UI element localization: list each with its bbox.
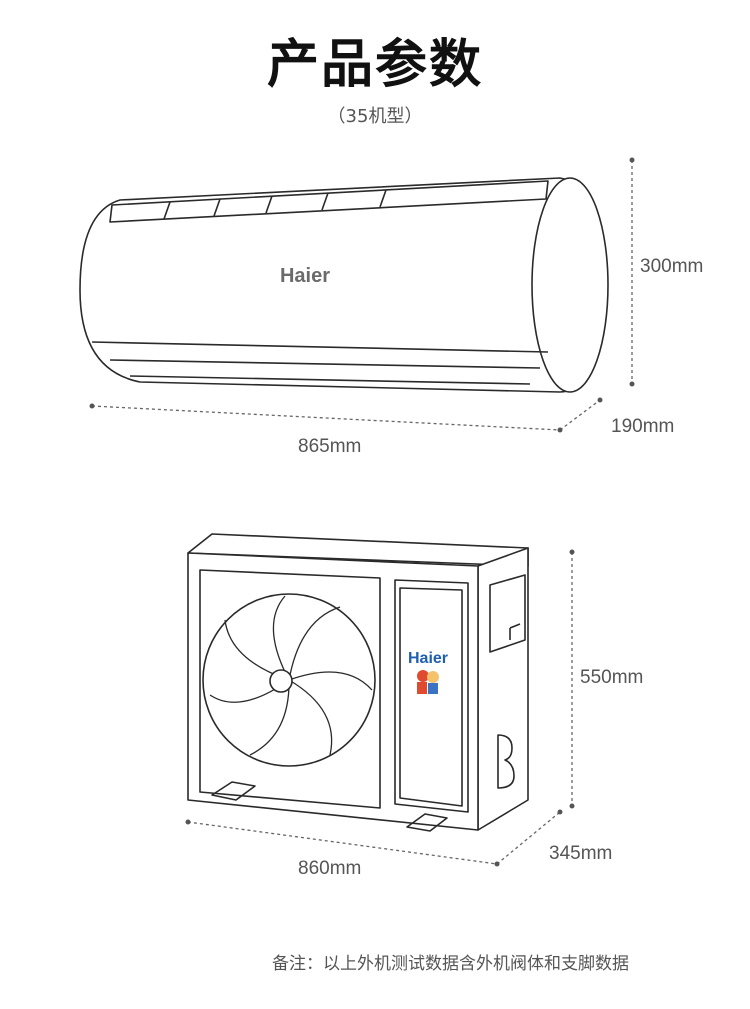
page-title: 产品参数 [266, 35, 483, 95]
indoor-brand-logo: Haier [280, 265, 330, 287]
outdoor-brand-logo: Haier [408, 650, 448, 667]
mascot-icon [417, 670, 439, 694]
indoor-unit-drawing [79, 177, 609, 393]
indoor-width-label: 865mm [298, 436, 362, 457]
outdoor-depth-label: 345mm [549, 843, 613, 864]
indoor-depth-label: 190mm [611, 416, 675, 437]
outdoor-height-label: 550mm [580, 667, 644, 688]
model-subtitle: （35机型） [327, 106, 423, 127]
indoor-dimension-lines [91, 160, 633, 431]
outdoor-width-label: 860mm [298, 858, 362, 879]
indoor-height-label: 300mm [640, 256, 704, 277]
outdoor-dimension-lines [187, 552, 573, 865]
footnote: 备注：以上外机测试数据含外机阀体和支脚数据 [272, 954, 629, 974]
outdoor-unit-drawing [187, 533, 529, 832]
